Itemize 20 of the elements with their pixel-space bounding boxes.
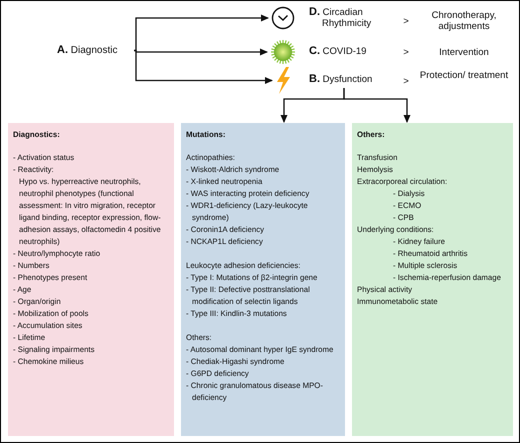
separator-symbol: > [402,76,410,87]
category-panel [181,123,345,436]
outcome-label: Intervention [438,47,490,58]
category-label: C. COVID-19 [309,46,401,57]
outcome-label: Chronotherapy, adjustments [430,10,498,32]
category-label: D. Circadian Rhythmicity [309,7,401,29]
clock-icon [271,6,295,30]
category-label: A. Diagnostic [57,45,131,56]
arrow [134,48,268,56]
arrow [134,14,269,52]
category-panel [352,123,513,436]
arrow [343,88,410,123]
separator-symbol: > [402,16,410,27]
separator-symbol: > [402,47,410,58]
virus-icon [270,39,296,65]
arrow [134,50,273,84]
outcome-label: Protection/ treatment [419,70,509,81]
lightning-icon [275,67,291,94]
category-label: B. Dysfunction [309,74,385,85]
category-panel [8,123,174,436]
